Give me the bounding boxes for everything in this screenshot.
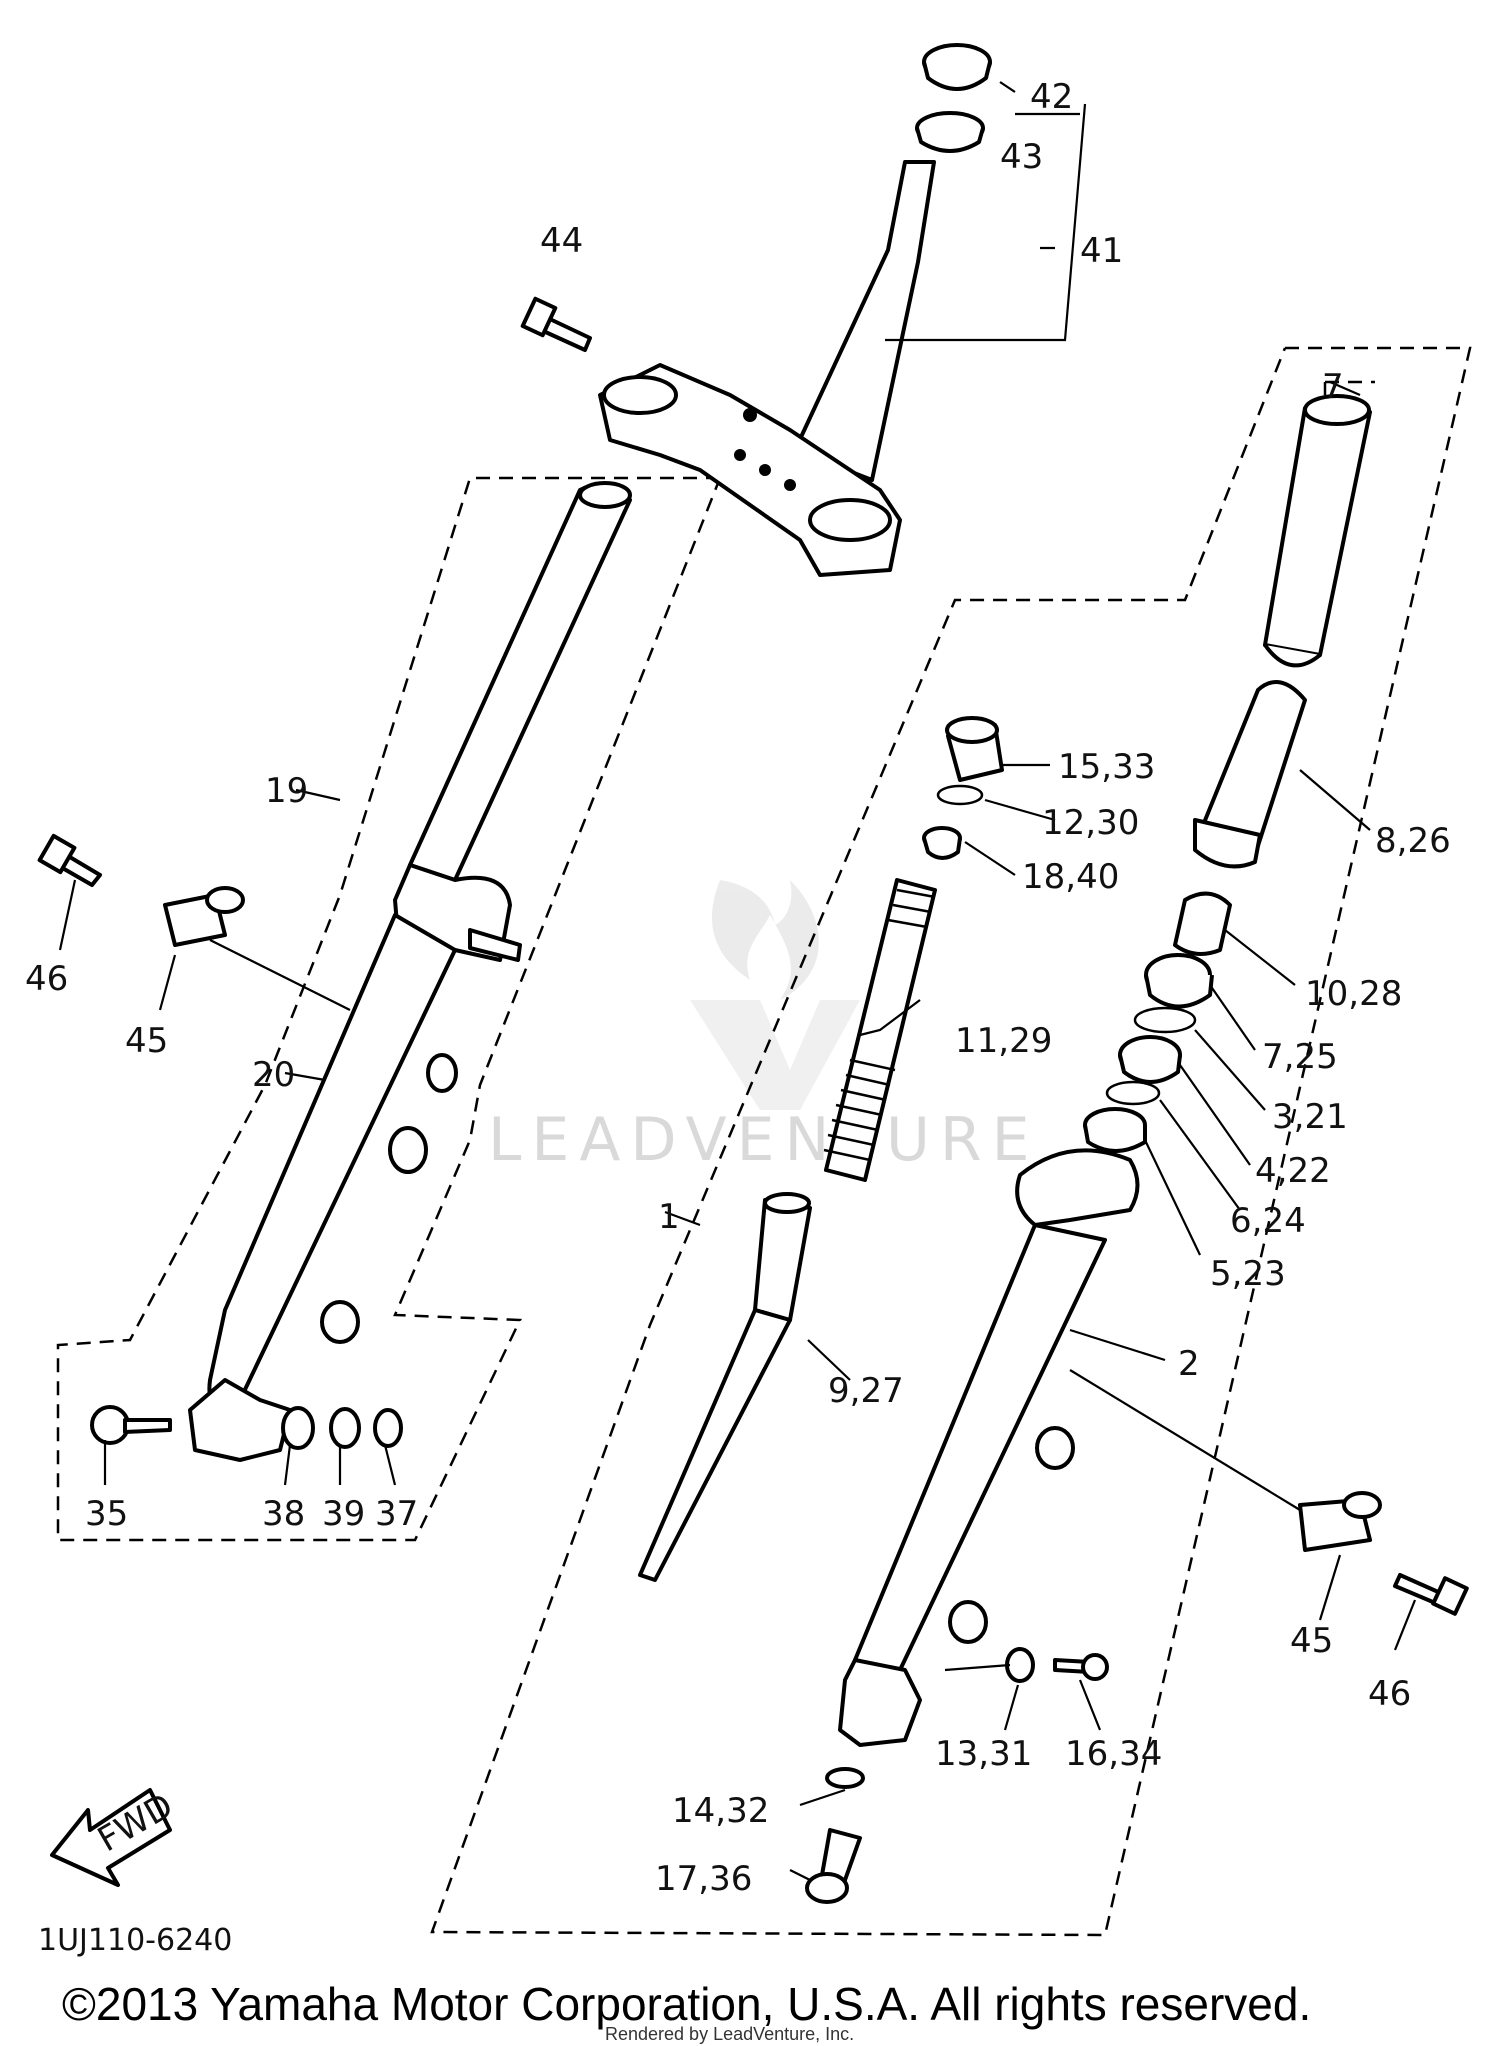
callout-19: 19 xyxy=(265,771,308,811)
axle-bolt-35 xyxy=(90,1405,130,1445)
callout-37: 37 xyxy=(375,1494,418,1534)
copyright-notice: ©2013 Yamaha Motor Corporation, U.S.A. A… xyxy=(62,1978,1311,2030)
callout-14-32: 14,32 xyxy=(672,1791,769,1831)
callout-20: 20 xyxy=(252,1055,295,1095)
watermark-logo xyxy=(690,880,860,1110)
callout-3-21: 3,21 xyxy=(1272,1097,1348,1137)
right-fork-assembly-boundary xyxy=(430,346,1472,1937)
washer-38 xyxy=(281,1406,315,1450)
callout-1: 1 xyxy=(658,1197,680,1237)
callout-38: 38 xyxy=(262,1494,305,1534)
inner-tube-right xyxy=(1263,399,1372,657)
callout-7-25: 7,25 xyxy=(1262,1037,1338,1077)
clip-6-24 xyxy=(1105,1080,1161,1106)
inner-damper-assembly-boundary xyxy=(1323,380,1375,395)
steering-stem-41 xyxy=(793,160,936,482)
left-fork-group xyxy=(37,481,632,1486)
callout-7-top: 7 xyxy=(1322,367,1344,407)
callout-42: 42 xyxy=(1030,77,1073,117)
gasket-14-32 xyxy=(825,1767,865,1789)
callout-13-31: 13,31 xyxy=(935,1734,1032,1774)
callout-18-40: 18,40 xyxy=(1022,857,1119,897)
callout-17-36: 17,36 xyxy=(655,1859,752,1899)
inner-tube-19 xyxy=(408,482,632,882)
washer-39 xyxy=(329,1407,361,1449)
watermark-text: LEADVENTURE xyxy=(488,1105,1040,1175)
callout-9-27: 9,27 xyxy=(828,1371,904,1411)
damper-rod-9-27 xyxy=(753,1198,812,1322)
rendered-by-notice: Rendered by LeadVenture, Inc. xyxy=(605,2024,854,2044)
washer-13-31 xyxy=(1005,1647,1035,1683)
clip-3-21 xyxy=(1133,1006,1197,1034)
callout-45-right: 45 xyxy=(1290,1621,1333,1661)
callout-43: 43 xyxy=(1000,137,1043,177)
diagram-code: 1UJ110-6240 xyxy=(38,1923,232,1958)
callout-8-26: 8,26 xyxy=(1375,821,1451,861)
nut-37 xyxy=(373,1408,403,1448)
callout-2: 2 xyxy=(1178,1344,1200,1384)
right-fork-group xyxy=(638,380,1469,1904)
callout-39: 39 xyxy=(322,1494,365,1534)
callout-5-23: 5,23 xyxy=(1210,1254,1286,1294)
callout-12-30: 12,30 xyxy=(1042,803,1139,843)
callout-4-22: 4,22 xyxy=(1255,1151,1331,1191)
callout-46-right: 46 xyxy=(1368,1674,1411,1714)
callout-41: 41 xyxy=(1080,231,1123,271)
o-ring-12-30 xyxy=(936,784,984,806)
callout-15-33: 15,33 xyxy=(1058,747,1155,787)
callout-16-34: 16,34 xyxy=(1065,1734,1162,1774)
callout-45-left: 45 xyxy=(125,1021,168,1061)
collar-10-28 xyxy=(1173,891,1232,956)
callout-10-28: 10,28 xyxy=(1305,974,1402,1014)
callout-11-29: 11,29 xyxy=(955,1021,1052,1061)
fwd-arrow: FWD xyxy=(50,1786,180,1887)
inner-tube-8-26 xyxy=(1193,680,1307,857)
steering-stem-group xyxy=(520,43,1087,577)
callout-6-24: 6,24 xyxy=(1230,1201,1306,1241)
callout-35: 35 xyxy=(85,1494,128,1534)
callout-44: 44 xyxy=(540,221,583,261)
callout-46-left: 46 xyxy=(25,959,68,999)
callout-labels: 42 43 41 44 19 46 45 20 35 38 39 37 15,3… xyxy=(25,77,1451,1899)
